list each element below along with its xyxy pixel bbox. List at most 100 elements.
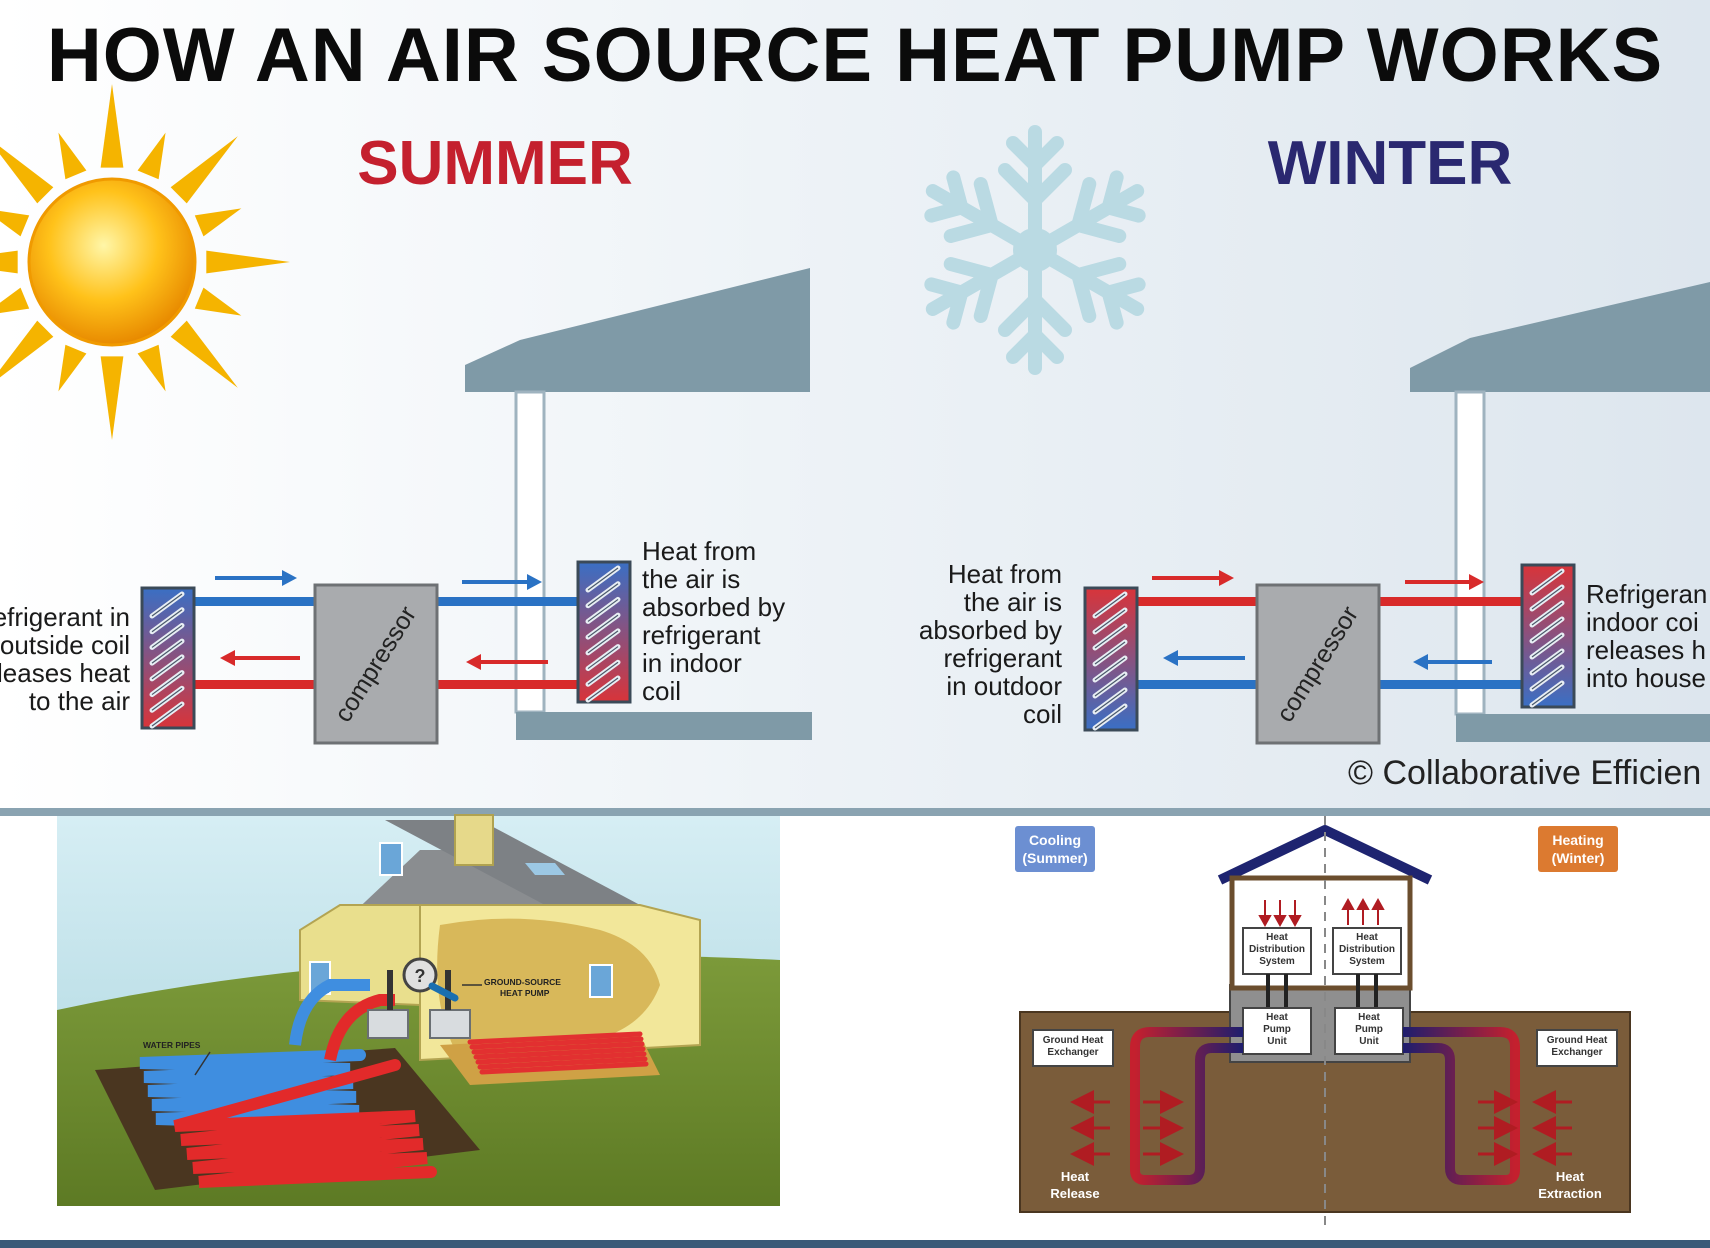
caption-line: absorbed by [918,615,1062,645]
label-line: Distribution [1338,944,1396,955]
magnifier-icon: ? [402,957,459,1002]
heat-distribution-box-left [1242,927,1312,975]
sun-ray [0,211,30,237]
coil-fin-edge [1531,618,1563,642]
hot-water-pipes [173,1059,437,1188]
coil-fin-edge [587,598,619,622]
label-line: System [1259,956,1295,967]
summer-compressor-box [313,583,439,745]
label-line: Ground Heat [1042,1035,1104,1046]
summer-indoor-coil [576,560,632,704]
label-line: Unit [1359,1036,1379,1047]
coil-fin-edge [1531,586,1563,610]
ground-heat-exchanger-box-right [1536,1029,1618,1067]
coil-fin-edge [1531,634,1563,658]
sun-ray [137,132,166,180]
label-line: Heat [1266,1012,1288,1023]
coil-fin-edge [151,687,183,711]
tag-line: Heating [1552,832,1604,848]
tag-line: Cooling [1028,832,1082,848]
house-cutaway [437,918,660,1050]
summer-house [465,268,812,740]
cooling-summer-tag: Cooling (Summer) [1015,826,1095,872]
ground-heat-exchanger-label-right: Ground Heat Exchanger [1537,1035,1617,1059]
return-riser-pipe [324,994,395,1062]
coil-fin-edge [587,614,619,638]
heat-distribution-label-right: Heat Distribution System [1333,932,1401,968]
blue-pipe-run [139,1049,368,1131]
label-line: Release [1050,1186,1100,1201]
sun-ray [170,320,238,388]
sun-ray [206,250,290,274]
summer-wall-post [514,390,546,714]
floor-pipe [473,1046,646,1060]
sun-ray [0,146,54,204]
winter-house [1410,282,1710,742]
summer-floor [516,712,812,740]
label-line: Heat [1266,932,1288,943]
sun-ray [58,132,87,180]
coil-fin-edge [587,661,619,685]
summer-roof [465,268,810,392]
svg-text:?: ? [415,966,426,986]
coil-fin-edge [1094,673,1126,697]
ground-source-heat-pump-label: GROUND-SOURCE HEAT PUMP [484,977,561,999]
front-window [589,964,613,998]
house-roof-right [385,820,640,905]
ground-source-illustration: ? [57,814,780,1206]
winter-pipe-system [1083,563,1576,745]
label-line: System [1349,956,1385,967]
snowflake-icon [924,125,1146,375]
summer-outdoor-coil-fins [149,591,185,729]
heating-ground-loop [1403,1027,1520,1185]
page-title: HOW AN AIR SOURCE HEAT PUMP WORKS [46,13,1664,98]
winter-heading: WINTER [1267,129,1513,198]
label-line: Unit [1267,1036,1287,1047]
heat-pump-unit-label-right: Heat Pump Unit [1335,1012,1403,1048]
winter-flow-arrow-right-2 [1405,574,1484,590]
winter-compressor-box [1255,583,1381,745]
sun-ray [0,320,54,378]
geothermal-diagram [1005,816,1645,1226]
floor-pipe [479,1061,649,1075]
caption-line: efrigerant in [0,602,130,632]
caption-line: coil [642,676,682,706]
winter-flow-arrow-left-1 [1163,650,1245,666]
coil-fin-edge [1531,570,1563,594]
snowflake-arm [998,125,1072,257]
label-line: Heat [1358,1012,1380,1023]
caption-line: refrigerant [943,643,1063,673]
floor-pipe [475,1051,647,1065]
coil-fin-edge [1094,689,1126,713]
caption-line: outside coil [0,630,130,660]
winter-floor [1456,714,1710,742]
sun-ray [194,208,242,237]
snowflake-arm [1028,243,1146,330]
coil-fin-edge [1531,650,1563,674]
water-pipes-label: WATER PIPES [143,1040,201,1050]
skylight [525,863,565,875]
label-line: Heat [1555,1169,1585,1184]
coil-fin-edge [151,656,183,680]
sun-ray [170,136,238,204]
sun-ray [58,344,87,392]
coil-fin-edge [1094,657,1126,681]
distribution-ducts [1266,974,1378,1008]
panel-divider [0,808,1710,816]
coil-fin-edge [1531,602,1563,626]
summer-flow-arrow-left-2 [466,654,548,670]
winter-flow-arrow-left-2 [1413,654,1492,670]
sun-ray [0,250,18,274]
coil-fin-edge [587,630,619,654]
top-panel-background [0,0,1710,808]
coil-fin-edge [151,703,183,727]
summer-heading: SUMMER [357,129,633,198]
supply-riser-pipe [289,979,370,1046]
label-line: Ground Heat [1546,1035,1608,1046]
summer-pipe-system [140,560,632,745]
caption-line: Refrigeran [1586,579,1708,609]
sun-ray [0,287,30,313]
water-pipes-label-leader [194,1051,211,1076]
winter-indoor-coil-caption: Refrigeran indoor coi releases h into ho… [1586,580,1707,692]
